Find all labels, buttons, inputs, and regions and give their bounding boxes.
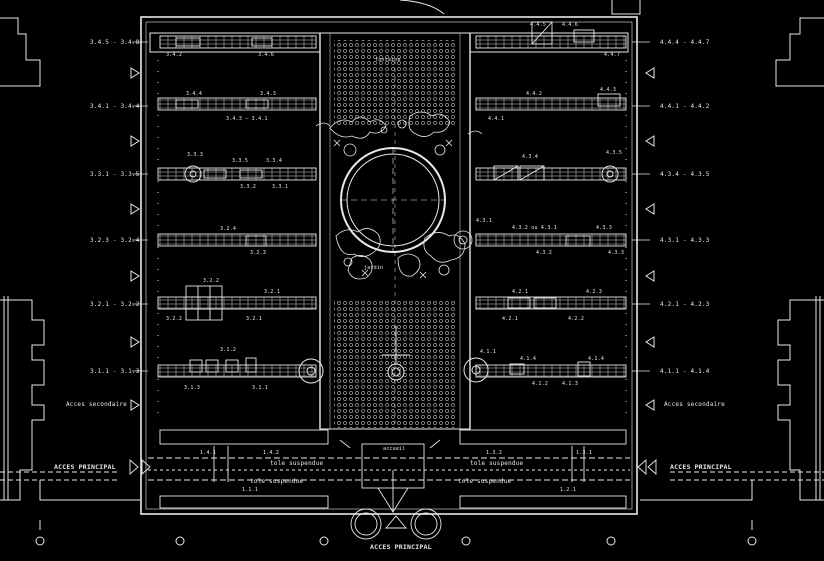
stand-label: 4.3.1	[476, 218, 493, 224]
row-label-left-2: 3.4.1 - 3.4.4	[90, 103, 140, 110]
stand-label: 4.3.4	[522, 154, 539, 160]
stand-label: 3.1.2	[220, 347, 237, 353]
stand-label: 4.4.6	[562, 22, 579, 28]
stand-label: 4.4.7	[604, 52, 621, 58]
stand-label: 4.3.2 ou 4.3.1	[512, 225, 557, 231]
stand-label: 3.2.1	[246, 316, 263, 322]
entrance-hall	[129, 429, 657, 540]
jardin-label: jardin	[364, 265, 384, 271]
stand-label: 3.3.4	[266, 158, 283, 164]
stand-label: 4.4.1	[488, 116, 505, 122]
stand-label: 1.3.2	[486, 450, 503, 456]
stand-label: 3.4.2	[166, 52, 183, 58]
stand-label: 1.2.1	[560, 487, 577, 493]
row-label-left-5: 3.2.1 - 3.2.2	[90, 301, 140, 308]
stand-label: 4.1.1	[480, 349, 497, 355]
stand-label: 4.1.4	[520, 356, 537, 362]
row-label-right-6: 4.1.1 - 4.1.4	[660, 368, 710, 375]
acces-secondaire-left: Acces secondaire	[66, 401, 127, 408]
row-label-right-2: 4.4.1 - 4.4.2	[660, 103, 710, 110]
acces-principal-right: ACCES PRINCIPAL	[670, 463, 732, 471]
stand-label: 3.4.4	[186, 91, 203, 97]
stand-label: 4.4.2	[526, 91, 543, 97]
stand-label: 4.3.5	[606, 150, 623, 156]
stand-label: 3.3.5	[232, 158, 249, 164]
stand-label: 3.2.1	[264, 289, 281, 295]
stand-label: 4.2.2	[568, 316, 585, 322]
stand-label: 3.4.6	[258, 52, 275, 58]
stand-label: 4.4.5	[530, 22, 547, 28]
stand-label: 1.4.2	[263, 450, 280, 456]
garden-foliage	[315, 111, 483, 280]
stand-label: 4.3.2	[536, 250, 553, 256]
stand-label: 1.1.1	[242, 487, 259, 493]
stand-label: 3.3.2	[240, 184, 257, 190]
acces-secondaire-right: Acces secondaire	[664, 401, 725, 408]
stand-label: 1.3.1	[576, 450, 593, 456]
row-label-left-4: 3.2.3 - 3.2.4	[90, 237, 140, 244]
row-label-left-1: 3.4.5 - 3.4.8	[90, 39, 140, 46]
stand-label: 3.2.3	[250, 250, 267, 256]
stand-label: 4.2.1	[512, 289, 529, 295]
accueil-label: accueil	[383, 446, 406, 452]
stand-label: 4.1.2	[532, 381, 549, 387]
stand-label: 3.2.4	[220, 226, 237, 232]
acces-principal-left: ACCES PRINCIPAL	[54, 463, 116, 471]
row-label-right-3: 4.3.4 - 4.3.5	[660, 171, 710, 178]
row-label-right-1: 4.4.4 - 4.4.7	[660, 39, 710, 46]
stand-label: 4.4.3	[600, 87, 617, 93]
stand-label: 3.4.3 — 3.4.1	[226, 116, 268, 122]
tole-suspendue-label: tole suspendue	[458, 478, 512, 485]
row-label-right-4: 4.3.1 - 4.3.3	[660, 237, 710, 244]
acces-principal-bottom: ACCES PRINCIPAL	[370, 543, 432, 551]
column-markers	[35, 520, 757, 546]
stand-label: 3.2.2	[166, 316, 183, 322]
stand-label: 3.3.3	[187, 152, 204, 158]
stand-label: 1.4.1	[200, 450, 217, 456]
neighbor-buildings	[0, 17, 824, 501]
fontaine-label: fontaine	[375, 57, 401, 63]
stand-label: 4.2.3	[586, 289, 603, 295]
row-label-left-3: 3.3.1 - 3.3.5	[90, 171, 140, 178]
building-outline	[140, 16, 638, 515]
stand-label: 3.2.2	[203, 278, 220, 284]
row-label-left-6: 3.1.1 - 3.1.3	[90, 368, 140, 375]
stand-label: 3.3.1	[272, 184, 289, 190]
tole-suspendue-label: tole suspendue	[250, 478, 304, 485]
stand-label: 4.1.3	[562, 381, 579, 387]
stand-label: 4.3.3	[596, 225, 613, 231]
tole-suspendue-label: tole suspendue	[470, 460, 524, 467]
row-label-right-5: 4.2.1 - 4.2.3	[660, 301, 710, 308]
tole-suspendue-label: tole suspendue	[270, 460, 324, 467]
stand-label: 4.2.1	[502, 316, 519, 322]
stand-label: 3.1.3	[184, 385, 201, 391]
stand-label: 3.4.3	[260, 91, 277, 97]
left-stand-rows	[157, 35, 317, 378]
stand-label: 3.1.1	[252, 385, 269, 391]
leader-lines	[132, 41, 650, 372]
entry-triangles	[130, 67, 655, 411]
stand-label: 4.1.4	[588, 356, 605, 362]
stand-label: 4.3.3	[608, 250, 625, 256]
right-stand-rows	[475, 21, 627, 378]
